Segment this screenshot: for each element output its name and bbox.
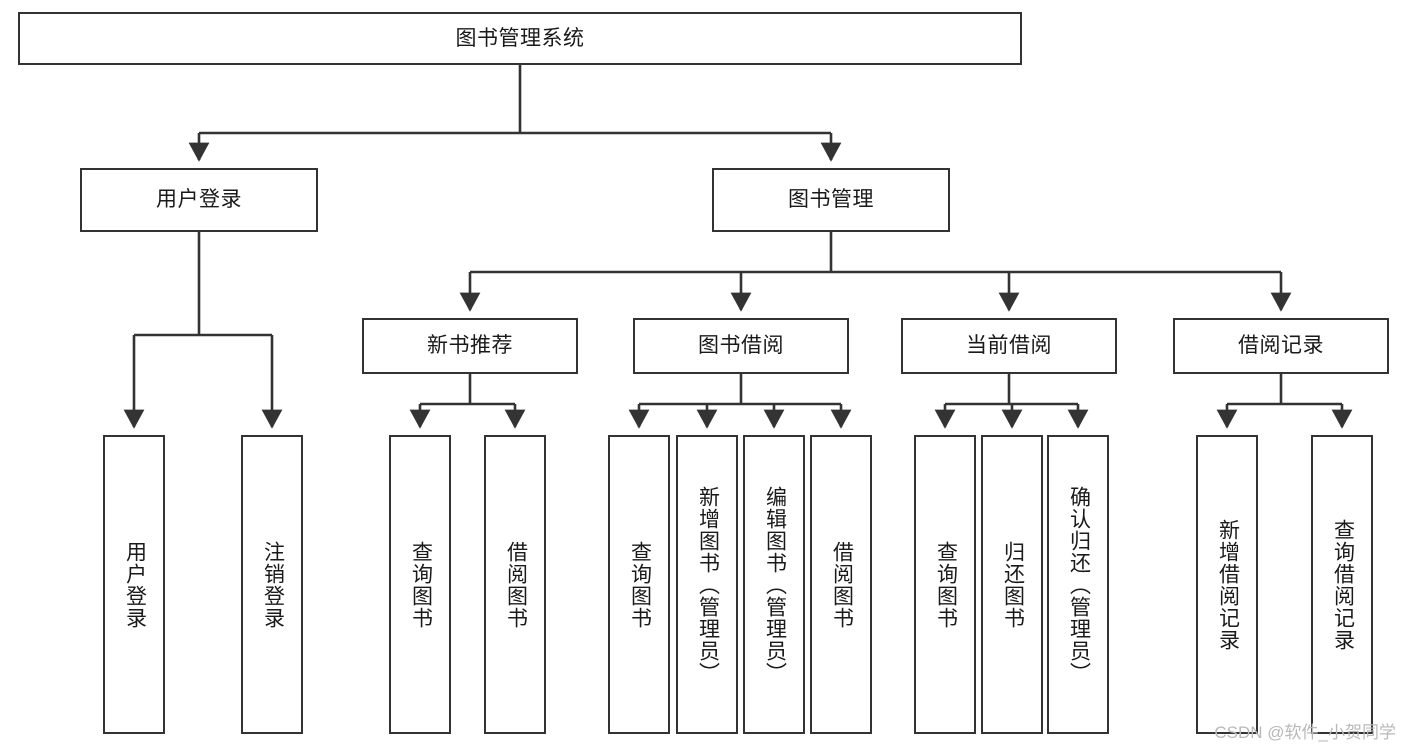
node-leaf-query-book-2-label: 查询图书 — [628, 540, 652, 629]
node-leaf-add-book[interactable]: 新增图书（管理员） — [676, 435, 738, 734]
node-leaf-add-record-label: 新增借阅记录 — [1216, 518, 1240, 651]
node-new-book-rec-label: 新书推荐 — [427, 334, 513, 358]
node-leaf-query-book-1[interactable]: 查询图书 — [389, 435, 451, 734]
node-leaf-query-book-3-label: 查询图书 — [934, 540, 958, 629]
node-current-borrow-label: 当前借阅 — [966, 334, 1052, 358]
node-user-login[interactable]: 用户登录 — [80, 168, 318, 232]
node-leaf-return-book[interactable]: 归还图书 — [981, 435, 1043, 734]
node-leaf-query-book-1-label: 查询图书 — [409, 540, 433, 629]
node-book-manage-label: 图书管理 — [788, 188, 874, 212]
node-leaf-logout[interactable]: 注销登录 — [241, 435, 303, 734]
node-book-manage[interactable]: 图书管理 — [712, 168, 950, 232]
node-leaf-edit-book-label: 编辑图书（管理员） — [763, 485, 787, 684]
node-leaf-add-record[interactable]: 新增借阅记录 — [1196, 435, 1258, 734]
node-current-borrow[interactable]: 当前借阅 — [901, 318, 1117, 374]
node-leaf-confirm-return[interactable]: 确认归还（管理员） — [1047, 435, 1109, 734]
node-leaf-query-book-3[interactable]: 查询图书 — [914, 435, 976, 734]
node-root-label: 图书管理系统 — [455, 26, 585, 50]
node-leaf-logout-label: 注销登录 — [261, 540, 285, 629]
node-borrow-record-label: 借阅记录 — [1238, 334, 1324, 358]
node-new-book-rec[interactable]: 新书推荐 — [362, 318, 578, 374]
node-leaf-query-record-label: 查询借阅记录 — [1331, 518, 1355, 651]
node-leaf-confirm-return-label: 确认归还（管理员） — [1067, 485, 1091, 684]
node-user-login-label: 用户登录 — [156, 188, 242, 212]
csdn-watermark: CSDN @软件_小贺同学 — [1214, 723, 1396, 742]
node-root[interactable]: 图书管理系统 — [18, 12, 1022, 65]
node-leaf-query-book-2[interactable]: 查询图书 — [608, 435, 670, 734]
node-leaf-borrow-book-2-label: 借阅图书 — [830, 540, 854, 629]
node-book-borrow-label: 图书借阅 — [698, 334, 784, 358]
node-leaf-borrow-book-1[interactable]: 借阅图书 — [484, 435, 546, 734]
node-book-borrow[interactable]: 图书借阅 — [633, 318, 849, 374]
node-leaf-edit-book[interactable]: 编辑图书（管理员） — [743, 435, 805, 734]
node-borrow-record[interactable]: 借阅记录 — [1173, 318, 1389, 374]
node-leaf-borrow-book-1-label: 借阅图书 — [504, 540, 528, 629]
node-leaf-borrow-book-2[interactable]: 借阅图书 — [810, 435, 872, 734]
node-leaf-query-record[interactable]: 查询借阅记录 — [1311, 435, 1373, 734]
node-leaf-add-book-label: 新增图书（管理员） — [696, 485, 720, 684]
node-leaf-return-book-label: 归还图书 — [1001, 540, 1025, 629]
node-leaf-user-login[interactable]: 用户登录 — [103, 435, 165, 734]
node-leaf-user-login-label: 用户登录 — [123, 540, 147, 629]
